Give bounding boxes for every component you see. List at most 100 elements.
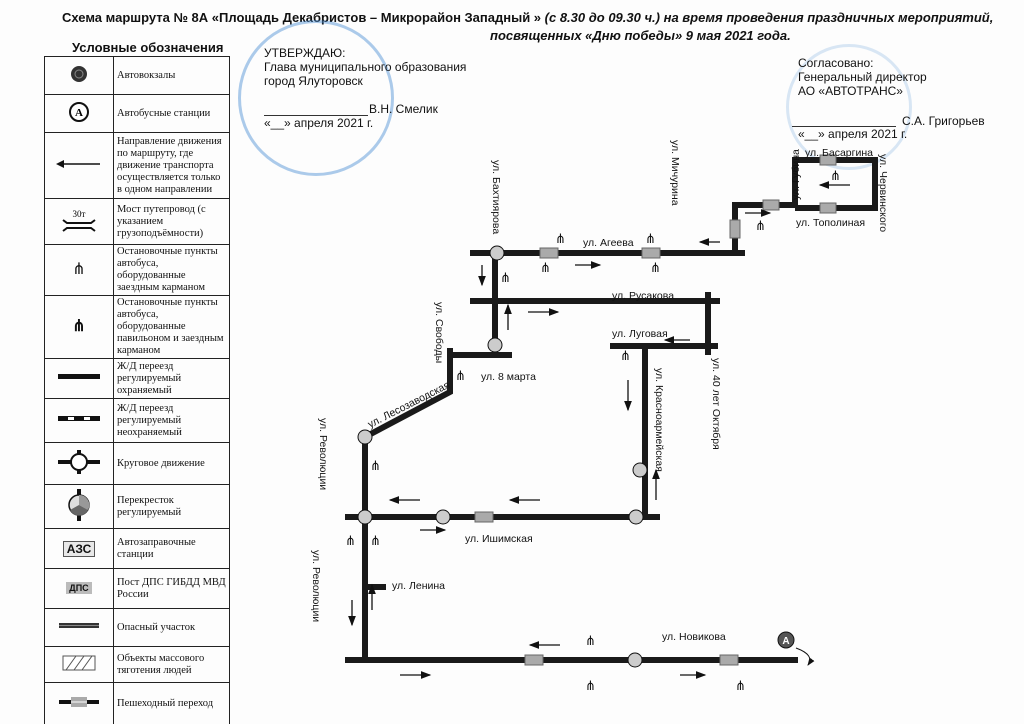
street-label: ул. Русакова (612, 290, 674, 302)
legend-row: Объекты массового тяготения людей (44, 646, 230, 683)
street-label: ул. Ленина (392, 580, 445, 592)
legend-label: Остановочные пункты автобуса, оборудован… (113, 295, 230, 359)
legend-label: Круговое движение (113, 442, 230, 485)
approval-line1: Глава муниципального образования (264, 60, 467, 74)
legend-label: Перекресток регулируемый (113, 484, 230, 529)
legend-row: Направление движения по маршруту, где дв… (44, 132, 230, 199)
direction-arrow-icon (56, 159, 100, 168)
bus-stop-icon: ⋔ (645, 231, 656, 246)
street-label: ул. Бахтиярова (490, 160, 502, 234)
road-svobody-lesozavodskaya-revolyutsii (362, 348, 453, 660)
agreement-date: «__» апреля 2021 г. (798, 127, 908, 141)
legend-label: Автозаправочные станции (113, 528, 230, 569)
legend-label: Автовокзалы (113, 56, 230, 95)
bus-stop-icon: ⋔ (345, 533, 356, 548)
legend-row: Пешеходный переход (44, 682, 230, 724)
roundabout-icon (58, 449, 100, 474)
street-label: ул. Басаргина (805, 147, 873, 159)
regulated-crossroad-icon (357, 509, 373, 525)
street-label: ул. Тополиная (796, 217, 865, 229)
bus-stop-icon: ⋔ (735, 678, 746, 693)
mass-gathering-icon (62, 655, 96, 670)
legend-title: Условные обозначения (72, 40, 224, 55)
bus-stop-icon: ⋔ (540, 260, 551, 275)
regulated-crossroad-icon (357, 429, 373, 445)
regulated-crossroad-icon (489, 245, 505, 261)
bus-station-icon: А (69, 101, 89, 122)
legend-label: Мост путепровод (с указанием грузоподъём… (113, 198, 230, 245)
approval-block: УТВЕРЖДАЮ: Глава муниципального образова… (264, 46, 466, 130)
street-label: ул. Лесозаводская (366, 379, 452, 431)
agreement-heading: Согласовано: (798, 56, 874, 70)
approval-line2: город Ялуторовск (264, 74, 363, 88)
title-route: Схема маршрута № 8А «Площадь Декабристов… (62, 10, 542, 25)
bus-stops: ⋔⋔⋔⋔ ⋔⋔⋔ ⋔⋔⋔ ⋔⋔⋔ ⋔⋔ (345, 168, 841, 693)
intersections (357, 245, 648, 668)
legend-row: 30т Мост путепровод (с указанием грузопод… (44, 198, 230, 245)
svg-text:30т: 30т (73, 209, 86, 219)
street-label: ул. Агеева (583, 237, 634, 249)
legend-table: Автовокзалы А Автобусные станции Направле… (44, 56, 230, 724)
legend-label: Автобусные станции (113, 94, 230, 133)
pedestrian-crossings (474, 154, 837, 666)
road-upper-loop (732, 157, 878, 253)
agreement-block: Согласовано: Генеральный директор АО «АВ… (792, 56, 985, 141)
street-label: ул. Луговая (612, 328, 668, 340)
street-label: ул. 40 лет Октября (710, 358, 722, 450)
street-label: ул. Революции (310, 550, 322, 622)
legend-row: ⋔Остановочные пункты автобуса, оборудова… (44, 244, 230, 296)
svg-text:А: А (75, 107, 83, 119)
approval-signer: В.Н. Смелик (369, 102, 438, 116)
official-stamp (238, 20, 394, 176)
bus-stop-icon: ⋔ (650, 260, 661, 275)
bus-stop-icon: ⋔ (830, 168, 841, 183)
legend-row: АЗС Автозаправочные станции (44, 528, 230, 569)
street-label: ул. Мичурина (669, 140, 681, 206)
bus-station-marker: А (777, 631, 815, 666)
bus-terminal-icon (71, 65, 87, 82)
bus-stop-icon: ⋔ (370, 533, 381, 548)
legend-row: Перекресток регулируемый (44, 484, 230, 529)
street-label: ул. Революции (317, 418, 329, 490)
railway-guarded-icon (58, 373, 100, 379)
document-title-line2: посвященных «Дню победы» 9 мая 2021 года… (490, 28, 791, 43)
bus-stop-icon: ⋔ (585, 633, 596, 648)
legend-row: ⋔Остановочные пункты автобуса, оборудова… (44, 295, 230, 359)
company-stamp (786, 44, 912, 170)
street-label: ул. Губина (790, 149, 802, 200)
regulated-crossroad-icon (435, 509, 451, 525)
regulated-crossroad-icon (628, 509, 644, 525)
regulated-crossroad-icon (627, 652, 643, 668)
legend-label: Пост ДПС ГИБДД МВД России (113, 568, 230, 609)
bus-stop-pocket-icon: ⋔ (44, 244, 114, 296)
legend-row: Круговое движение (44, 442, 230, 485)
street-label: ул. Свободы (433, 302, 445, 363)
bus-stop-icon: ⋔ (585, 678, 596, 693)
railway-unguarded-icon (58, 415, 100, 421)
agreement-line1: Генеральный директор (798, 70, 927, 84)
gas-station-icon: АЗС (62, 540, 96, 557)
bus-stop-icon: ⋔ (755, 218, 766, 233)
dangerous-section-icon (59, 622, 99, 628)
pedestrian-crossing-icon (59, 696, 99, 707)
street-label: ул. Новикова (662, 631, 726, 643)
approval-date: «__» апреля 2021 г. (264, 116, 374, 130)
agreement-signer: С.А. Григорьев (902, 114, 985, 128)
svg-text:А: А (782, 636, 789, 647)
title-time: (с 8.30 до 09.30 ч.) на время проведения… (541, 10, 994, 25)
legend-row: А Автобусные станции (44, 94, 230, 133)
agreement-line2: АО «АВТОТРАНС» (798, 84, 903, 98)
bus-stop-icon: ⋔ (500, 270, 511, 285)
regulated-crossroad-icon (68, 488, 90, 521)
street-label: ул. Ишимская (465, 533, 533, 545)
bus-stop-icon: ⋔ (555, 231, 566, 246)
regulated-crossroad-icon (487, 337, 503, 353)
bridge-icon: 30т (62, 209, 96, 232)
approval-heading: УТВЕРЖДАЮ: (264, 46, 346, 60)
regulated-crossroad-icon (632, 462, 648, 478)
legend-row: Ж/Д переезд регулируемый неохраняемый (44, 398, 230, 443)
legend-row: Автовокзалы (44, 56, 230, 95)
legend-label: Пешеходный переход (113, 682, 230, 724)
